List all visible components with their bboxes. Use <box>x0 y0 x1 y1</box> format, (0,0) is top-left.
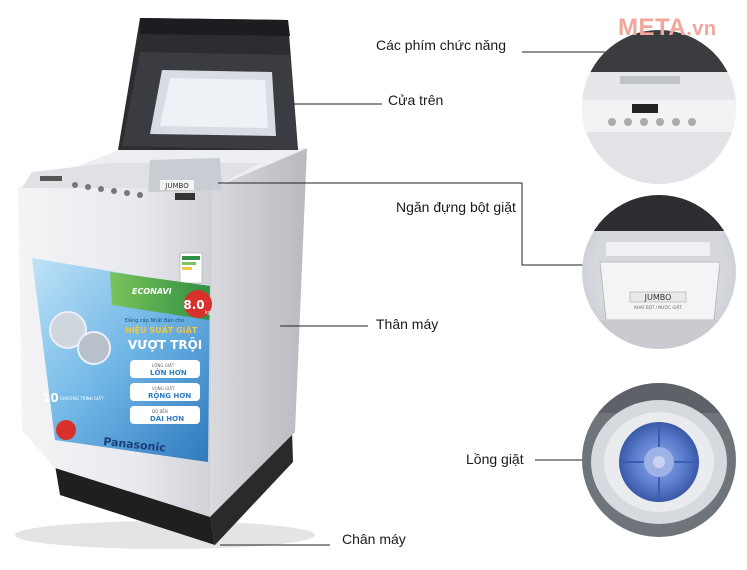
feature-1-main: LỚN HƠN <box>150 368 187 377</box>
washing-machine-illustration: JUMBO ECONAVI 8.0 kg Đẳng cấp Nhật Bản c… <box>15 18 315 549</box>
drawer-jumbo-text: JUMBO <box>164 182 189 190</box>
detergent-drawer: JUMBO <box>148 158 222 192</box>
feature-3-main: DÀI HƠN <box>150 414 184 423</box>
feature-2-top: VÙNG GIẶT <box>152 386 175 391</box>
label-machine-body: Thân máy <box>376 316 439 332</box>
detail-drawer-sub: KHAY BỘT / NƯỚC GIẶT <box>634 305 682 310</box>
watermark-tld: .vn <box>686 18 717 40</box>
poster-tagline: Đẳng cấp Nhật Bản cho <box>125 317 184 324</box>
label-top-lid: Cửa trên <box>388 92 444 108</box>
poster-headline-2: VƯỢT TRỘI <box>128 337 202 352</box>
detail-drawer-jumbo: JUMBO <box>644 293 672 302</box>
poster-headline-1: HIỆU SUẤT GIẶT <box>125 323 198 335</box>
econavi-badge: ECONAVI <box>132 287 172 296</box>
feature-3-top: ĐỘ BỀN <box>152 409 168 414</box>
label-machine-feet: Chân máy <box>342 531 406 547</box>
leader-line-detergent-drawer <box>218 182 604 266</box>
capacity-unit: kg <box>205 310 211 316</box>
label-control-buttons: Các phím chức năng <box>376 37 506 53</box>
detail-circle-control-panel <box>582 30 736 184</box>
product-poster: ECONAVI 8.0 kg Đẳng cấp Nhật Bản cho HIỆ… <box>32 258 212 462</box>
watermark-logo: META.vn <box>618 14 717 42</box>
detail-circle-detergent-drawer: JUMBO KHAY BỘT / NƯỚC GIẶT <box>582 195 736 349</box>
label-wash-drum: Lồng giặt <box>466 451 524 467</box>
top-lid <box>118 18 298 150</box>
capacity-value: 8.0 <box>183 298 204 312</box>
programs-text: CHƯƠNG TRÌNH GIẶT <box>60 396 104 401</box>
label-detergent-drawer: Ngăn đựng bột giặt <box>396 199 516 215</box>
watermark-brand: META <box>618 14 687 41</box>
programs-number: 10 <box>42 391 59 405</box>
feature-2-main: RỘNG HƠN <box>148 391 191 400</box>
control-button-row <box>40 176 195 200</box>
detail-circle-wash-drum <box>582 383 736 537</box>
feature-1-top: LỒNG GIẶT <box>152 363 175 368</box>
feature-list: LỒNG GIẶT LỚN HƠN VÙNG GIẶT RỘNG HƠN ĐỘ … <box>130 360 200 424</box>
